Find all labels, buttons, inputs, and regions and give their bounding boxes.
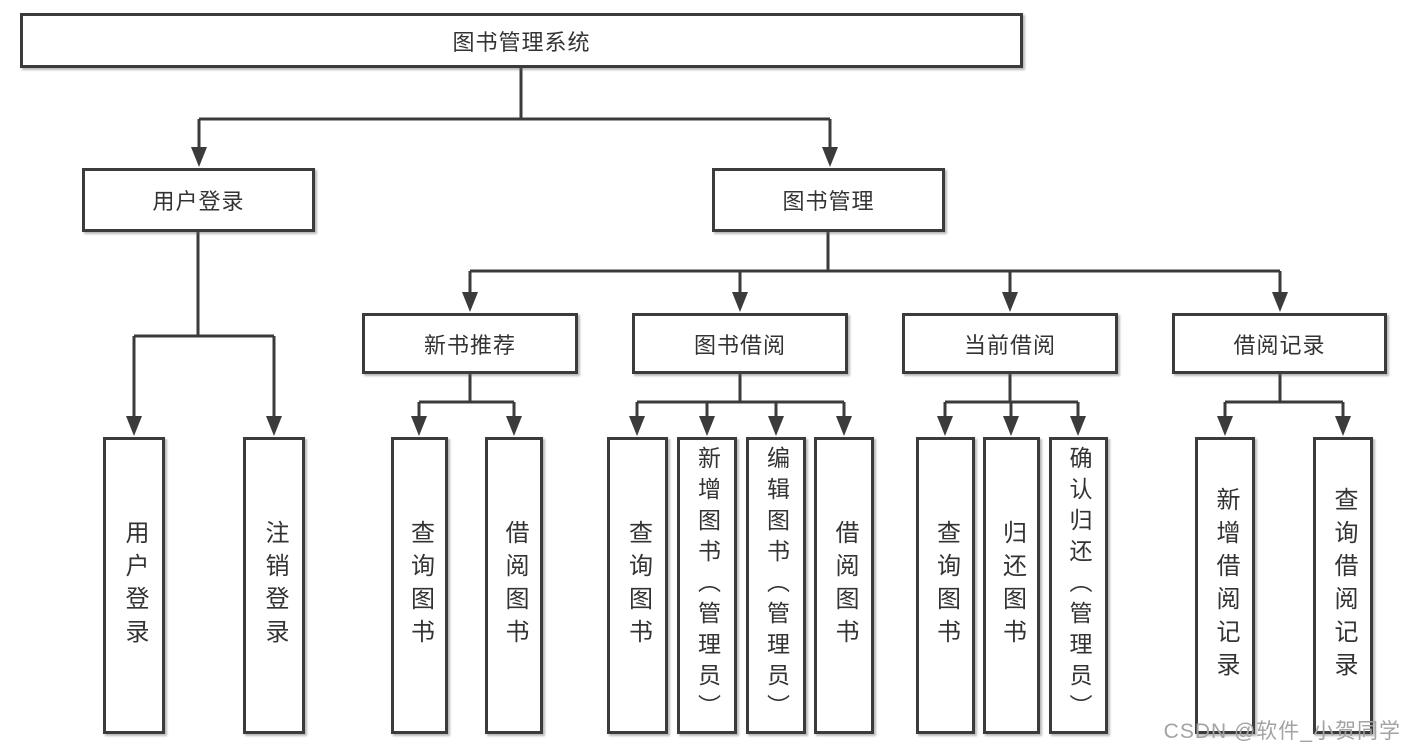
arrowhead-icon: [822, 147, 838, 167]
connector-current-borrowing-group: [943, 374, 1080, 418]
arrowhead-icon: [1335, 416, 1351, 436]
leaf-bb-query-books: 查询图书: [607, 437, 668, 734]
arrowhead-icon: [266, 416, 282, 436]
connector-root-to-level2: [197, 68, 832, 149]
connector-user-login-group: [132, 232, 276, 418]
leaf-nb-borrow-books: 借阅图书: [485, 437, 543, 734]
leaf-logout-login-label: 注销登录: [261, 519, 288, 652]
node-new-book-recommend: 新书推荐: [362, 313, 578, 374]
arrowhead-icon: [699, 416, 715, 436]
leaf-bb-add-books-admin: 新增图书（管理员）: [677, 437, 737, 734]
leaf-bb-borrow-books: 借阅图书: [814, 437, 874, 734]
leaf-bb-query-books-label: 查询图书: [624, 519, 652, 652]
arrowhead-icon: [411, 416, 427, 436]
leaf-bb-edit-books-admin: 编辑图书（管理员）: [746, 437, 806, 734]
arrowhead-icon: [126, 416, 142, 436]
arrowhead-icon: [836, 416, 852, 436]
leaf-br-query-record-label: 查询借阅记录: [1330, 486, 1357, 685]
node-book-borrowing: 图书借阅: [632, 313, 848, 374]
node-root-label: 图书管理系统: [452, 29, 591, 55]
leaf-cb-return-books: 归还图书: [983, 437, 1040, 734]
node-book-management-label: 图书管理: [782, 189, 875, 214]
leaf-user-login: 用户登录: [103, 437, 165, 734]
leaf-cb-confirm-return-admin-label: 确认归还（管理员）: [1066, 446, 1092, 725]
leaf-cb-confirm-return-admin: 确认归还（管理员）: [1049, 437, 1108, 734]
connector-new-book-group: [417, 374, 516, 418]
arrowhead-icon: [937, 416, 953, 436]
leaf-nb-query-books-label: 查询图书: [406, 519, 434, 652]
csdn-watermark: CSDN @软件_小贺同学: [1163, 720, 1401, 743]
node-current-borrowing: 当前借阅: [902, 313, 1118, 374]
connector-borrowing-records-group: [1223, 374, 1345, 418]
node-borrowing-records-label: 借阅记录: [1233, 332, 1326, 358]
node-book-borrowing-label: 图书借阅: [693, 332, 786, 358]
arrowhead-icon: [462, 292, 478, 312]
node-user-login-label: 用户登录: [152, 189, 245, 214]
connector-book-management-to-level3: [468, 232, 1282, 294]
arrowhead-icon: [506, 416, 522, 436]
arrowhead-icon: [1002, 292, 1018, 312]
node-new-book-recommend-label: 新书推荐: [423, 332, 516, 358]
connector-book-borrowing-group: [635, 374, 846, 418]
leaf-br-add-record-label: 新增借阅记录: [1212, 486, 1239, 685]
leaf-bb-borrow-books-label: 借阅图书: [831, 519, 858, 652]
leaf-logout-login: 注销登录: [243, 437, 305, 734]
leaf-cb-return-books-label: 归还图书: [998, 519, 1026, 652]
node-book-management: 图书管理: [712, 168, 945, 232]
arrowhead-icon: [768, 416, 784, 436]
arrowhead-icon: [1217, 416, 1233, 436]
arrowhead-icon: [1272, 292, 1288, 312]
arrowhead-icon: [191, 147, 207, 167]
node-user-login: 用户登录: [82, 168, 315, 232]
leaf-cb-query-books-label: 查询图书: [932, 519, 960, 652]
leaf-br-add-record: 新增借阅记录: [1195, 437, 1255, 734]
arrowhead-icon: [629, 416, 645, 436]
arrowhead-icon: [732, 292, 748, 312]
node-root-system: 图书管理系统: [20, 13, 1023, 68]
leaf-cb-query-books: 查询图书: [916, 437, 975, 734]
leaf-bb-edit-books-admin-label: 编辑图书（管理员）: [763, 446, 790, 725]
leaf-br-query-record: 查询借阅记录: [1313, 437, 1373, 734]
leaf-nb-borrow-books-label: 借阅图书: [501, 519, 528, 652]
leaf-nb-query-books: 查询图书: [391, 437, 448, 734]
leaf-user-login-label: 用户登录: [121, 519, 148, 652]
node-current-borrowing-label: 当前借阅: [963, 332, 1056, 358]
node-borrowing-records: 借阅记录: [1172, 313, 1387, 374]
leaf-bb-add-books-admin-label: 新增图书（管理员）: [694, 446, 721, 725]
arrowhead-icon: [1003, 416, 1019, 436]
arrowhead-icon: [1070, 416, 1086, 436]
